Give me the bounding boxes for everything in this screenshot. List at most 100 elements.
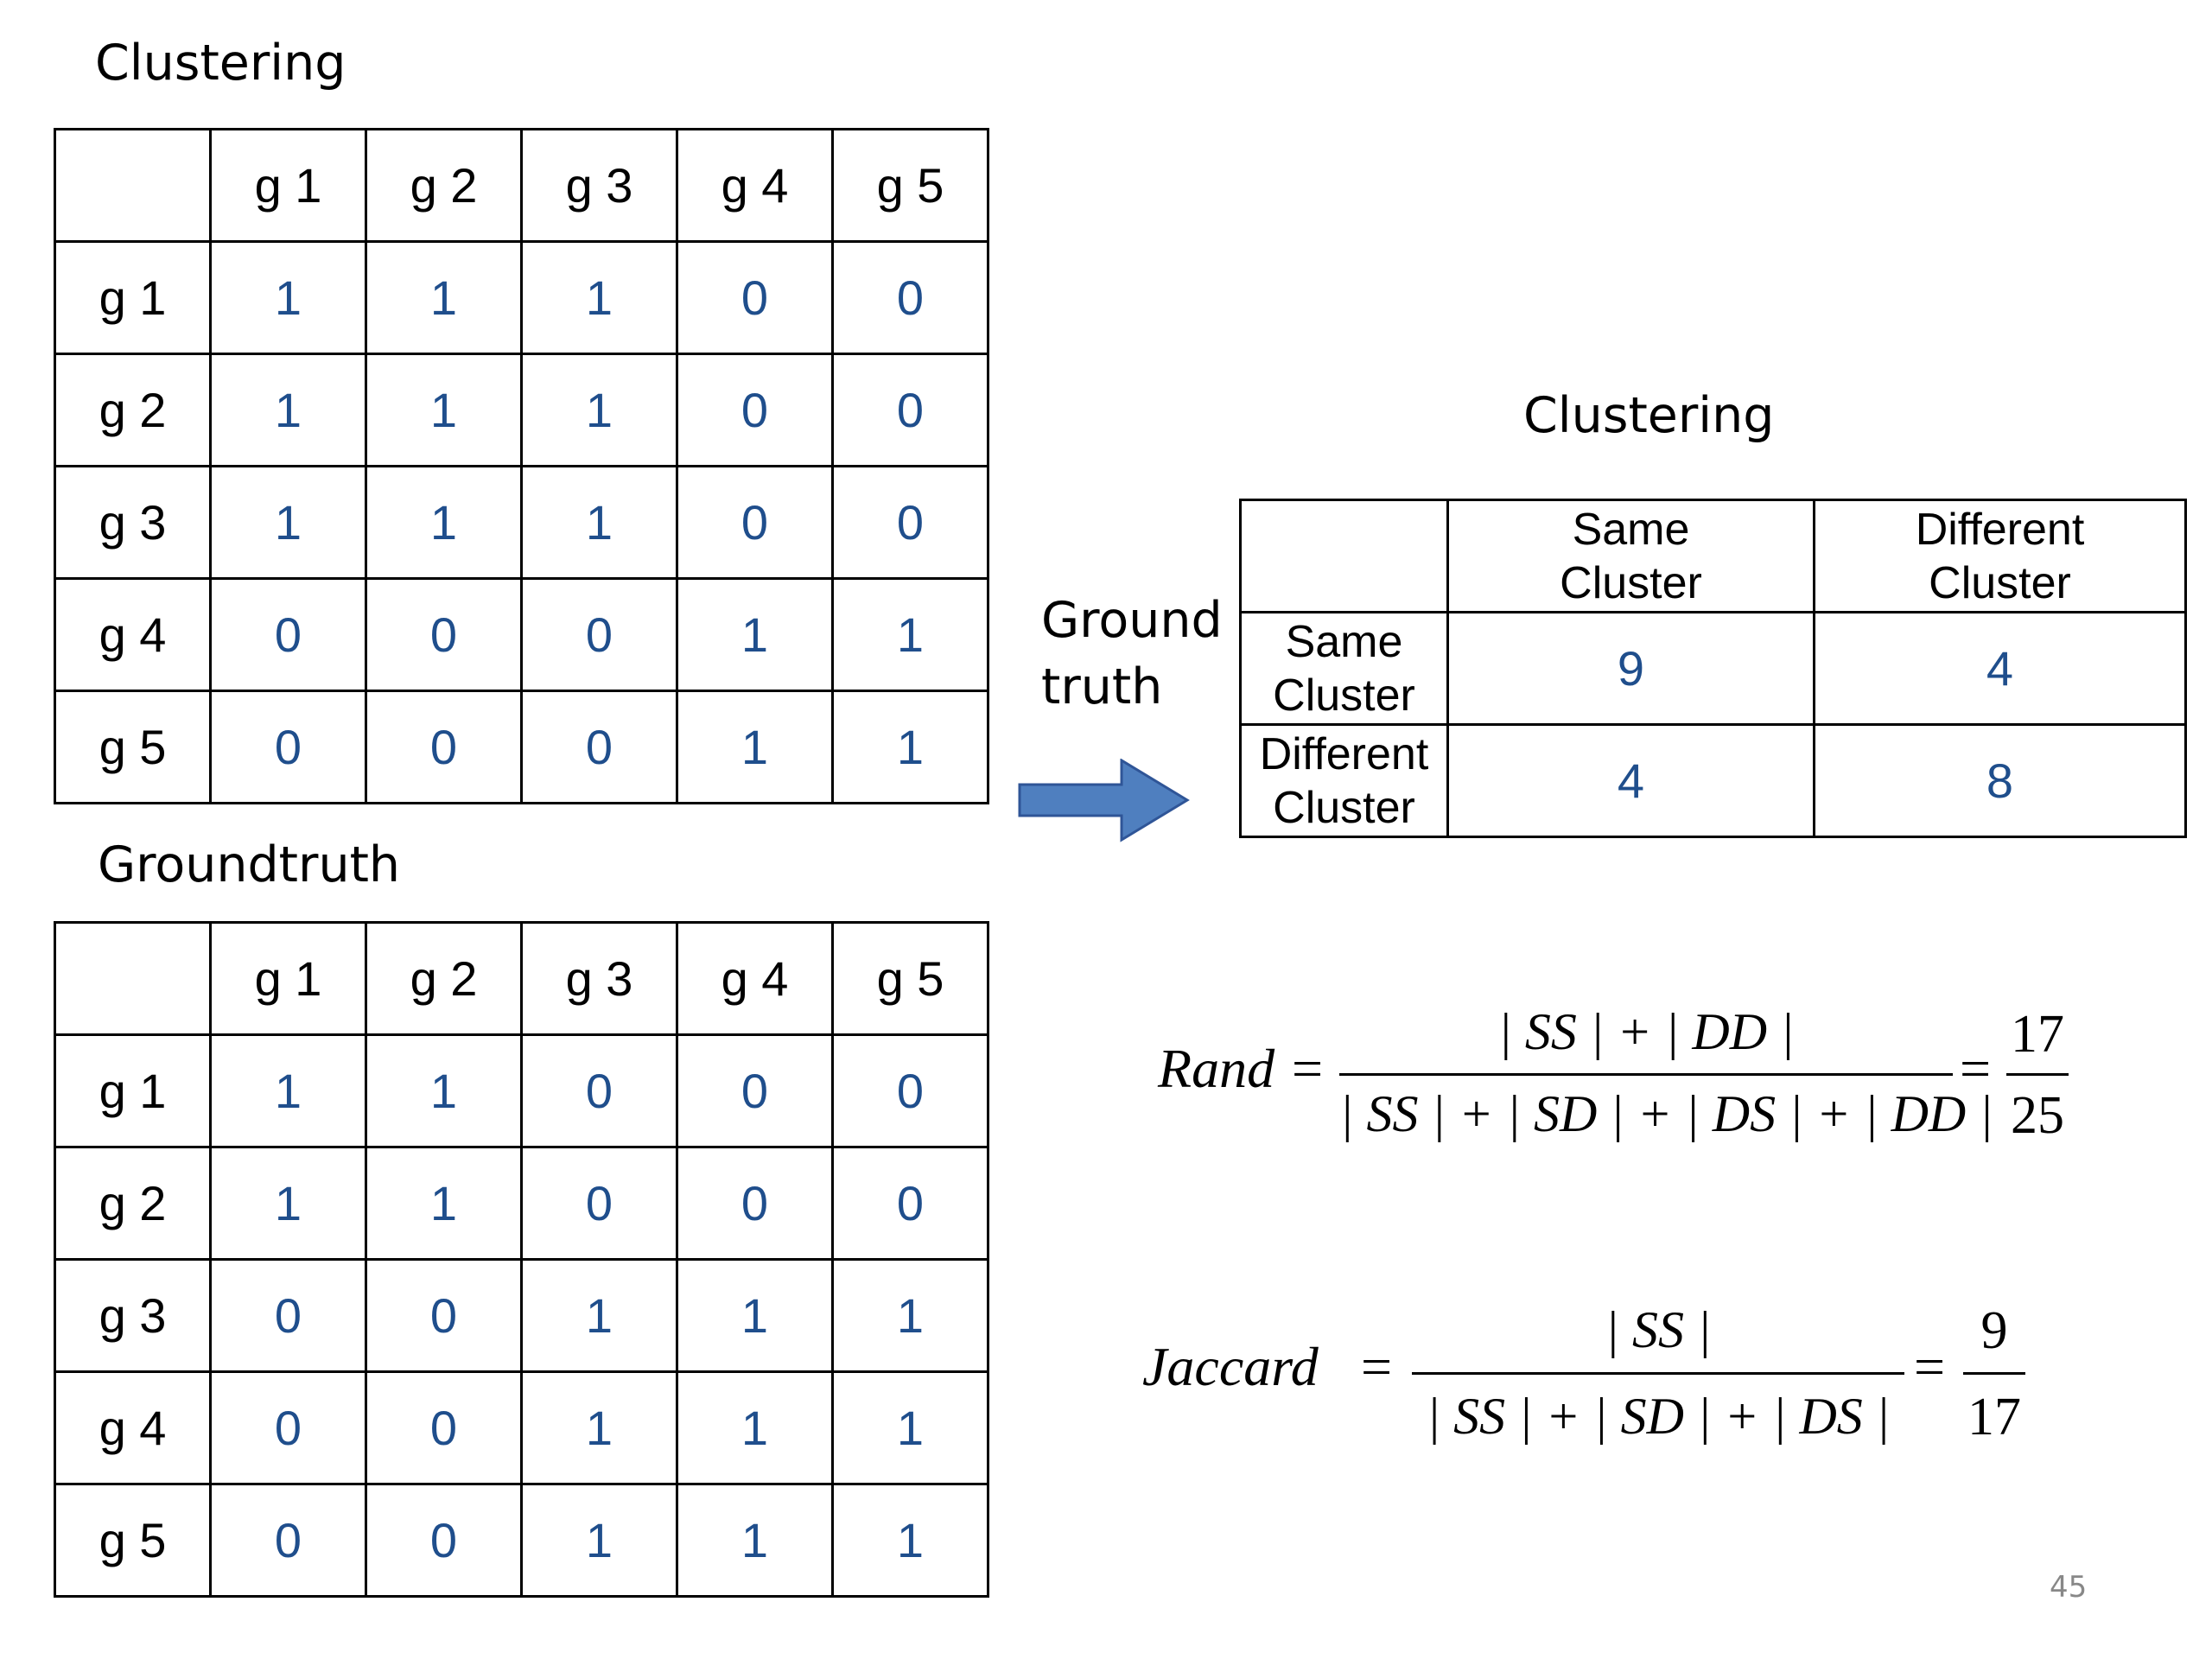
cell-value: 0 <box>365 1370 523 1485</box>
groundtruth-matrix: g 1 g 2 g 3 g 4 g 5 g 1 1 1 0 0 0 g 2 1 … <box>54 921 989 1598</box>
row-label: g 1 <box>54 240 212 355</box>
equals-sign: = <box>1914 1336 1946 1397</box>
cell-value: 9 <box>1446 611 1815 726</box>
equals-sign: = <box>1292 1038 1324 1099</box>
equals-sign: = <box>1960 1038 1992 1099</box>
cell-value: 4 <box>1446 723 1815 838</box>
cell-value: 1 <box>209 240 367 355</box>
row-label: g 1 <box>54 1033 212 1148</box>
fraction-bar <box>1339 1073 1953 1076</box>
table-row: g 3 1 1 1 0 0 <box>54 465 989 580</box>
cell-value: 1 <box>209 1146 367 1261</box>
row-label: Same Cluster <box>1239 611 1449 726</box>
rand-result-denominator: 25 <box>2011 1086 2064 1145</box>
jaccard-numerator: | SS | <box>1605 1301 1712 1358</box>
ground-truth-label: Ground truth <box>1041 588 1223 721</box>
table-row: g 1 1 1 0 0 0 <box>54 1033 989 1148</box>
table-row: Same Cluster 9 4 <box>1239 611 2187 726</box>
cell-value: 0 <box>365 690 523 804</box>
table-row: g 5 0 0 0 1 1 <box>54 690 989 804</box>
cell-value: 0 <box>831 240 989 355</box>
cell-value: 4 <box>1813 611 2187 726</box>
cell-value: 1 <box>676 1370 834 1485</box>
header-cell: g 4 <box>676 921 834 1036</box>
jaccard-denominator: | SS | + | SD | + | DS | <box>1426 1388 1891 1445</box>
cell-value: 1 <box>365 240 523 355</box>
cell-value: 1 <box>209 1033 367 1148</box>
table-row: g 2 1 1 0 0 0 <box>54 1146 989 1261</box>
cell-value: 1 <box>209 465 367 580</box>
cell-value: 0 <box>520 1033 678 1148</box>
cell-value: 1 <box>520 1370 678 1485</box>
clustering-matrix: g 1 g 2 g 3 g 4 g 5 g 1 1 1 1 0 0 g 2 1 … <box>54 128 989 804</box>
cell-value: 0 <box>676 1146 834 1261</box>
contingency-header-row: Same Cluster Different Cluster <box>1239 499 2187 613</box>
cell-value: 0 <box>209 1483 367 1598</box>
cell-value: 0 <box>209 1370 367 1485</box>
cell-value: 0 <box>831 1146 989 1261</box>
cell-value: 0 <box>209 690 367 804</box>
cell-value: 0 <box>831 353 989 467</box>
cell-value: 0 <box>365 1483 523 1598</box>
equals-sign: = <box>1361 1336 1393 1397</box>
table-row: Different Cluster 4 8 <box>1239 723 2187 838</box>
cell-value: 1 <box>831 577 989 692</box>
cell-value: 1 <box>676 1483 834 1598</box>
header-cell <box>54 921 212 1036</box>
fraction-bar <box>1412 1372 1904 1375</box>
clustering-title: Clustering <box>95 35 346 92</box>
header-cell: g 3 <box>520 921 678 1036</box>
header-cell <box>54 128 212 243</box>
cell-value: 0 <box>209 1258 367 1373</box>
cell-value: 1 <box>365 465 523 580</box>
row-label: g 2 <box>54 1146 212 1261</box>
rand-denominator: | SS | + | SD | + | DS | + | DD | <box>1339 1085 1993 1142</box>
header-cell: g 5 <box>831 128 989 243</box>
header-cell: g 4 <box>676 128 834 243</box>
cell-value: 1 <box>676 1258 834 1373</box>
table-row: g 5 0 0 1 1 1 <box>54 1483 989 1598</box>
cell-value: 0 <box>520 690 678 804</box>
row-label: g 5 <box>54 1483 212 1598</box>
fraction-bar <box>1963 1372 2025 1375</box>
cell-value: 1 <box>831 1258 989 1373</box>
jaccard-label: Jaccard <box>1142 1336 1319 1397</box>
header-cell: g 1 <box>209 921 367 1036</box>
header-cell: g 3 <box>520 128 678 243</box>
cell-value: 8 <box>1813 723 2187 838</box>
contingency-title: Clustering <box>1523 387 1775 444</box>
cell-value: 1 <box>520 1483 678 1598</box>
row-label: g 3 <box>54 465 212 580</box>
corner-cell <box>1239 499 1449 613</box>
contingency-table: Same Cluster Different Cluster Same Clus… <box>1239 499 2187 838</box>
cell-value: 1 <box>831 1370 989 1485</box>
row-label: Different Cluster <box>1239 723 1449 838</box>
cell-value: 0 <box>831 465 989 580</box>
ground-truth-label-line: Ground <box>1041 592 1223 649</box>
cell-value: 1 <box>520 1258 678 1373</box>
cell-value: 0 <box>520 1146 678 1261</box>
cell-value: 1 <box>365 353 523 467</box>
column-header: Same Cluster <box>1446 499 1815 613</box>
table-row: g 4 0 0 0 1 1 <box>54 577 989 692</box>
table-row: g 2 1 1 1 0 0 <box>54 353 989 467</box>
right-arrow-icon <box>1018 759 1190 842</box>
header-cell: g 2 <box>365 921 523 1036</box>
rand-label: Rand <box>1158 1038 1275 1099</box>
row-label: g 4 <box>54 1370 212 1485</box>
header-cell: g 2 <box>365 128 523 243</box>
jaccard-result-numerator: 9 <box>1980 1301 2008 1360</box>
matrix-header-row: g 1 g 2 g 3 g 4 g 5 <box>54 921 989 1036</box>
header-cell: g 1 <box>209 128 367 243</box>
cell-value: 1 <box>831 1483 989 1598</box>
cell-value: 0 <box>520 577 678 692</box>
cell-value: 0 <box>365 577 523 692</box>
rand-result-numerator: 17 <box>2011 1005 2064 1064</box>
row-label: g 5 <box>54 690 212 804</box>
table-row: g 1 1 1 1 0 0 <box>54 240 989 355</box>
jaccard-result-denominator: 17 <box>1967 1388 2021 1446</box>
page-number: 45 <box>2050 1570 2088 1605</box>
matrix-header-row: g 1 g 2 g 3 g 4 g 5 <box>54 128 989 243</box>
ground-truth-label-line: truth <box>1041 658 1163 715</box>
cell-value: 0 <box>365 1258 523 1373</box>
